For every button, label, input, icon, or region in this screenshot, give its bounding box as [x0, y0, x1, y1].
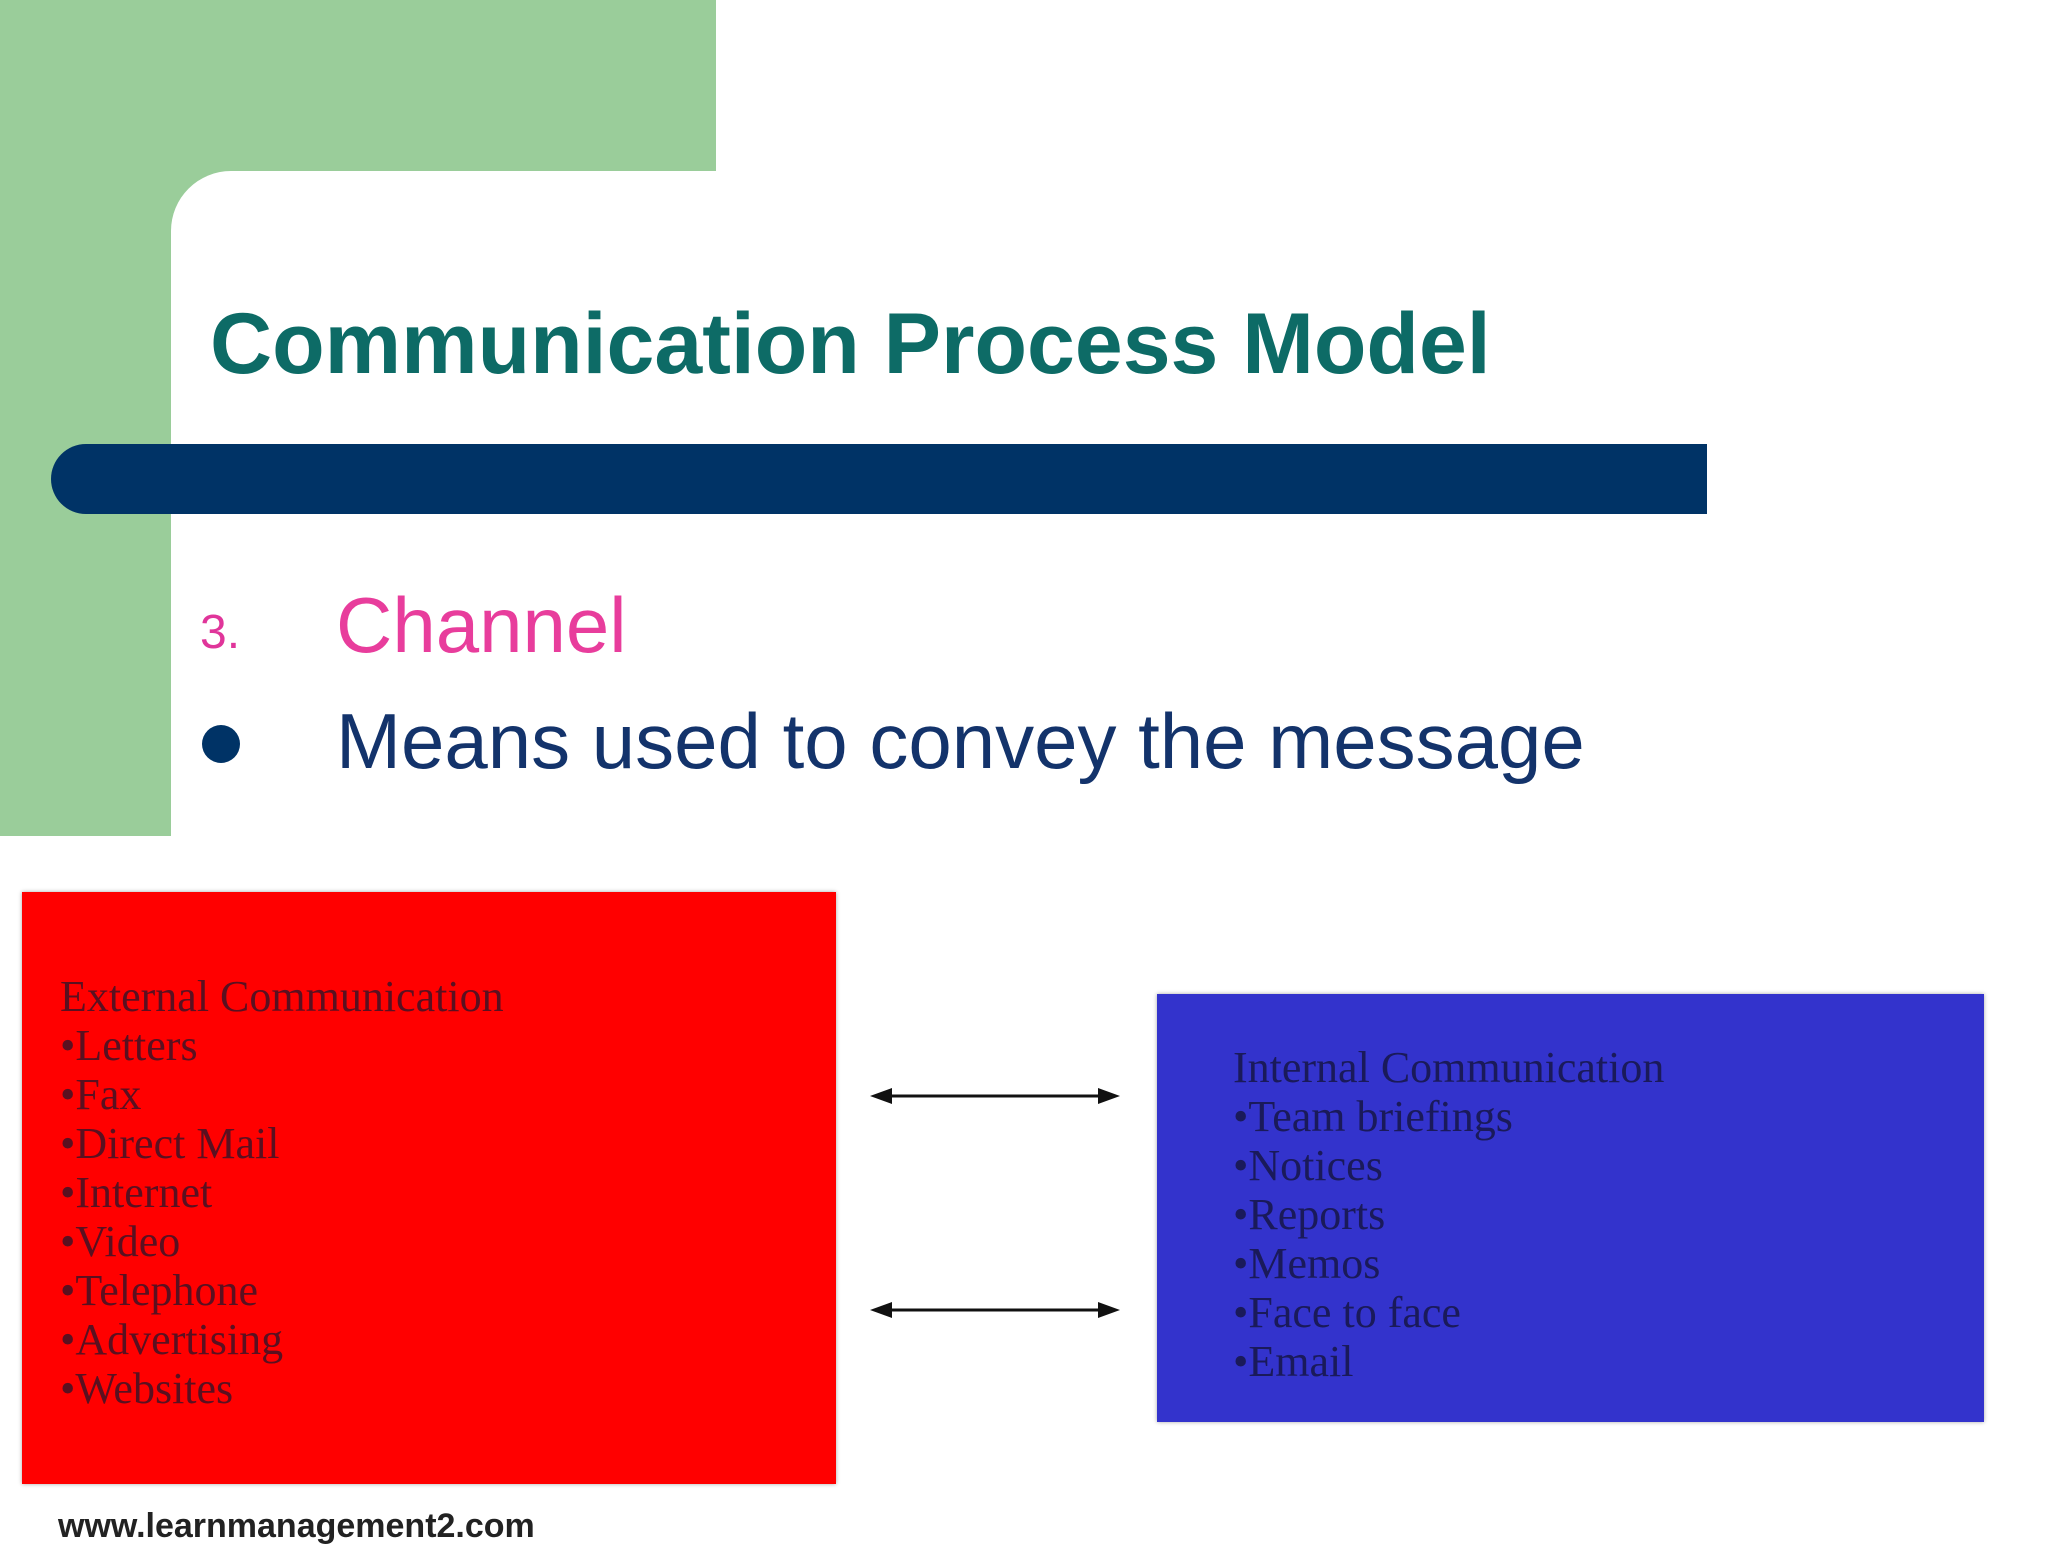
internal-item: •Memos	[1233, 1239, 1381, 1288]
external-item: •Internet	[60, 1168, 213, 1217]
bullet-text: Means used to convey the message	[336, 697, 1585, 785]
list-number: 3.	[200, 606, 241, 659]
double-arrow-icon	[870, 1302, 1120, 1318]
internal-item: •Team briefings	[1233, 1092, 1513, 1141]
slide-title: Communication Process Model	[210, 296, 1491, 392]
external-item: •Fax	[60, 1070, 142, 1119]
internal-item: •Email	[1233, 1337, 1354, 1386]
internal-item: •Reports	[1233, 1190, 1386, 1239]
internal-communication-box	[1157, 994, 1984, 1422]
external-item: •Video	[60, 1217, 181, 1266]
external-communication-box	[22, 892, 836, 1484]
external-item: •Websites	[60, 1364, 234, 1413]
bullet-icon	[202, 725, 240, 763]
external-item: •Advertising	[60, 1315, 284, 1364]
external-heading: External Communication	[60, 972, 504, 1021]
internal-item: •Notices	[1233, 1141, 1383, 1190]
double-arrow-icon	[870, 1088, 1120, 1104]
internal-item: •Face to face	[1233, 1288, 1461, 1337]
channel-heading: Channel	[336, 581, 627, 669]
source-url: www.learnmanagement2.com	[58, 1507, 535, 1545]
internal-heading: Internal Communication	[1233, 1043, 1665, 1092]
content-panel	[171, 171, 2048, 871]
title-underline-bar	[51, 444, 1707, 514]
external-item: •Letters	[60, 1021, 198, 1070]
external-communication-list: External Communication •Letters •Fax •Di…	[60, 972, 504, 1413]
internal-communication-list: Internal Communication •Team briefings •…	[1233, 1043, 1664, 1386]
external-item: •Telephone	[60, 1266, 259, 1315]
external-item: •Direct Mail	[60, 1119, 280, 1168]
